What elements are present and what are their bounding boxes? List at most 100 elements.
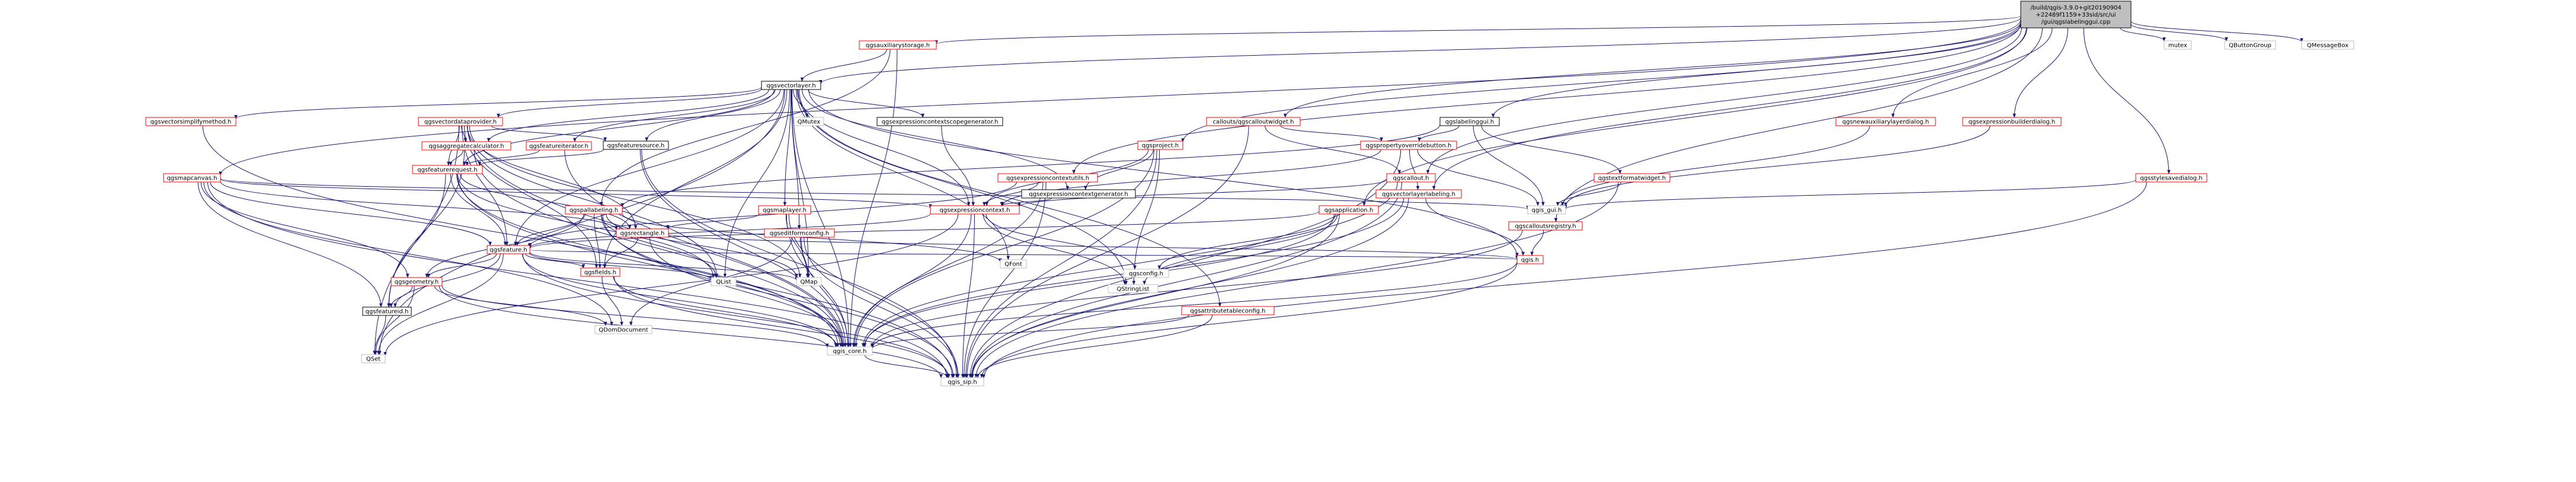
node-qmessagebox[interactable]: QMessageBox <box>2301 40 2354 50</box>
node-qgspropertyoverridebutton[interactable]: qgspropertyoverridebutton.h <box>1360 141 1457 150</box>
node-qgsmaplayer[interactable]: qgsmaplayer.h <box>758 205 811 215</box>
include-edge-qgspallabeling-to-qmap <box>606 213 798 278</box>
node-qgslabelinggui[interactable]: qgslabelinggui.h <box>1439 117 1500 126</box>
include-edge-qgsexpressioncontext-to-qstringlist <box>983 213 1127 285</box>
include-edge-qgsmapcanvas-to-qgsfeatureid <box>197 181 383 308</box>
node-box <box>580 267 620 277</box>
node-qgsfeaturerequest[interactable]: qgsfeaturerequest.h <box>412 165 483 174</box>
include-edge-qgsproject-to-qgis_sip <box>964 149 1157 378</box>
include-edge-qgslabelinggui-to-qgspallabeling <box>620 125 1441 208</box>
node-mutex[interactable]: mutex <box>2164 40 2192 50</box>
include-edge-qgsproject-to-qstringlist <box>1132 149 1160 285</box>
node-qgsauxiliarystorage[interactable]: qgsauxiliarystorage.h <box>859 40 937 50</box>
node-qgis_sip[interactable]: qgis_sip.h <box>940 377 984 387</box>
node-qgsproject[interactable]: qgsproject.h <box>1137 141 1183 150</box>
node-qgsapplication[interactable]: qgsapplication.h <box>1319 205 1379 215</box>
node-qgsfeatureiterator[interactable]: qgsfeatureiterator.h <box>526 141 592 151</box>
node-qgstextformatwidget[interactable]: qgstextformatwidget.h <box>1593 173 1671 183</box>
node-qmutex[interactable]: QMutex <box>793 117 824 126</box>
node-label: qgsexpressioncontextutils.h <box>1006 175 1089 182</box>
include-edge-callouts-to-qgspropertyoverridebutton <box>1280 125 1383 142</box>
node-qgis_gui[interactable]: qgis_gui.h <box>1527 205 1566 215</box>
include-edge-qgsfeaturesource-to-qgis_core <box>639 149 847 347</box>
node-qgsrectangle[interactable]: qgsrectangle.h <box>616 228 669 238</box>
node-qgsgeometry[interactable]: qgsgeometry.h <box>391 277 443 286</box>
node-qgsvectordataprovider[interactable]: qgsvectordataprovider.h <box>418 117 503 126</box>
node-qgsexpressioncontextutils[interactable]: qgsexpressioncontextutils.h <box>997 173 1098 183</box>
node-box <box>930 205 1020 215</box>
node-box <box>1386 173 1436 183</box>
include-edge-qgsmapcanvas-to-qgsrectangle <box>220 181 618 231</box>
node-qgsfeatureid[interactable]: qgsfeatureid.h <box>362 307 412 316</box>
node-qfont[interactable]: QFont <box>1000 259 1027 269</box>
node-qgsvectorsimplifymethod[interactable]: qgsvectorsimplifymethod.h <box>145 117 236 126</box>
node-qmap[interactable]: QMap <box>796 277 822 286</box>
include-edge-qgsattributetableconfig-to-qgis_sip <box>976 314 1213 378</box>
include-edge-qgsfields-to-qdomdocument <box>601 276 623 326</box>
node-qstringlist[interactable]: QStringList <box>1108 284 1159 293</box>
node-qgsstylesavedialog[interactable]: qgsstylesavedialog.h <box>2135 173 2207 183</box>
include-edge-qgscallout-to-qgis_sip <box>969 181 1403 378</box>
node-qgsexpressioncontextgenerator[interactable]: qgsexpressioncontextgenerator.h <box>1021 189 1136 199</box>
node-label: qgsauxiliarystorage.h <box>866 43 930 49</box>
node-qgspallabeling[interactable]: qgspallabeling.h <box>565 205 623 215</box>
include-edge-qgis-to-qgis_sip <box>980 262 1518 378</box>
node-qgsexpressionbuilderdialog[interactable]: qgsexpressionbuilderdialog.h <box>1962 117 2062 126</box>
node-qbuttongroup[interactable]: QButtonGroup <box>2224 40 2276 50</box>
include-edge-qgsvectorlayer-to-qgsattributetableconfig <box>799 89 1222 307</box>
node-qgsnewauxiliarylayerdialog[interactable]: qgsnewauxiliarylayerdialog.h <box>1835 117 1936 126</box>
node-box <box>1206 117 1301 126</box>
node-qgsexpressioncontext[interactable]: qgsexpressioncontext.h <box>930 205 1020 215</box>
node-qgsattributetableconfig[interactable]: qgsattributetableconfig.h <box>1181 306 1275 315</box>
node-label: callouts/qgscalloutwidget.h <box>1213 119 1294 126</box>
node-label: qgsfeatureid.h <box>366 309 409 315</box>
node-qgsaggregatecalculator[interactable]: qgsaggregatecalculator.h <box>421 141 511 151</box>
node-qgsconfig[interactable]: qgsconfig.h <box>1123 269 1169 278</box>
node-label: +22489f1159+33sid/src/ui <box>2036 12 2116 18</box>
include-edge-qgsexpressioncontext-to-qgis_sip <box>961 213 975 378</box>
node-box <box>1593 173 1671 183</box>
include-edge-qgsvectorlayer-to-qmutex <box>792 89 809 118</box>
node-qgsvectorlayerlabeling[interactable]: qgsvectorlayerlabeling.h <box>1375 189 1462 199</box>
node-label: qgsapplication.h <box>1324 208 1374 214</box>
node-label: qgsconfig.h <box>1129 271 1163 277</box>
include-edge-qgspallabeling-to-qfont <box>622 213 1002 263</box>
node-qgscalloutsregistry[interactable]: qgscalloutsregistry.h <box>1508 221 1583 231</box>
include-edge-qgsauxiliarystorage-to-qgis_core <box>849 49 898 347</box>
include-edge-qgis_core-to-qgis_sip <box>865 355 949 378</box>
node-label: qgsmapcanvas.h <box>167 175 217 182</box>
include-edge-qgsvectorlayer-to-qgsfeaturerequest <box>462 89 775 166</box>
include-edge-root-to-qgsexpressioncontextutils <box>1072 23 2021 174</box>
node-box <box>1137 141 1183 150</box>
node-box <box>764 228 835 238</box>
node-box <box>711 277 737 286</box>
node-qgsvectorlayer[interactable]: qgsvectorlayer.h <box>761 81 821 90</box>
node-box <box>1000 259 1027 269</box>
node-callouts[interactable]: callouts/qgscalloutwidget.h <box>1206 117 1301 126</box>
node-qgis[interactable]: qgis.h <box>1516 255 1544 264</box>
node-qlist[interactable]: QList <box>711 277 737 286</box>
node-box <box>2224 40 2276 50</box>
include-edge-qgsgeometry-to-qgis_sip <box>439 285 943 379</box>
node-qgsmapcanvas[interactable]: qgsmapcanvas.h <box>163 173 221 183</box>
include-edge-qgsfeaturerequest-to-qgsfeatureid <box>387 173 446 308</box>
node-qgseditformconfig[interactable]: qgseditformconfig.h <box>764 228 835 238</box>
node-box <box>616 228 669 238</box>
include-edge-qgsvectorlayer-to-qgsexpressioncontextscopegenerator <box>808 89 924 118</box>
node-qgscallout[interactable]: qgscallout.h <box>1386 173 1436 183</box>
node-qgsfeaturesource[interactable]: qgsfeaturesource.h <box>603 141 669 150</box>
include-edge-qgsvectordataprovider-to-qlist <box>467 125 719 278</box>
node-qgsfeature[interactable]: qgsfeature.h <box>487 245 530 254</box>
node-qdomdocument[interactable]: QDomDocument <box>594 325 652 334</box>
include-edge-qgspallabeling-to-qgis_sip <box>602 213 955 378</box>
node-qgsfields[interactable]: qgsfields.h <box>580 267 620 277</box>
node-qgsexpressioncontextscopegenerator[interactable]: qgsexpressioncontextscopegenerator.h <box>876 117 1003 126</box>
include-edge-qgsvectorlayer-to-qgis_core <box>792 89 851 347</box>
node-label: qgsrectangle.h <box>620 231 665 237</box>
include-edge-qgsauxiliarystorage-to-qgsvectorlayer <box>800 49 887 82</box>
node-root[interactable]: /build/qgis-3.9.0+git20190904+22489f1159… <box>2020 1 2132 28</box>
include-edge-root-to-callouts <box>1284 21 2021 118</box>
node-qset[interactable]: QSet <box>361 354 386 363</box>
node-qgis_core[interactable]: qgis_core.h <box>827 346 873 356</box>
node-box <box>163 173 221 183</box>
